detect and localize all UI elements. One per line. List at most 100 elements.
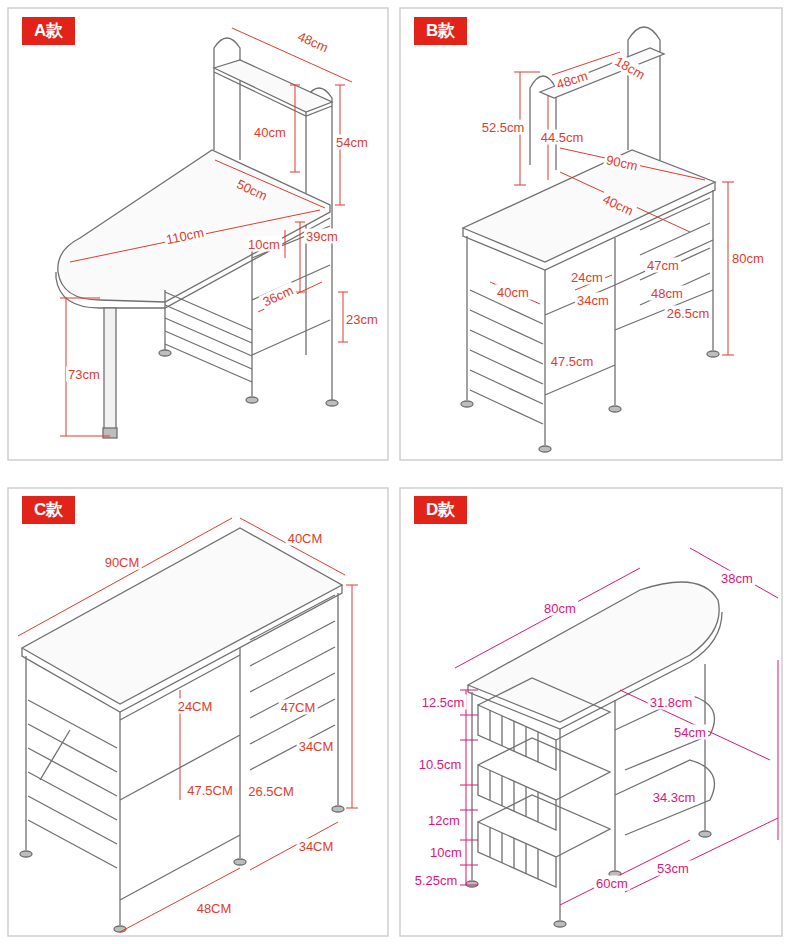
dimension-label: 38cm bbox=[719, 571, 755, 586]
model-tag: D款 bbox=[414, 496, 467, 524]
dimension-label: 48cm bbox=[649, 286, 685, 301]
drawing-line bbox=[463, 150, 715, 262]
drawing-line bbox=[40, 730, 70, 780]
drawing-line bbox=[478, 738, 610, 822]
drawing-line bbox=[560, 840, 690, 905]
drawing-line bbox=[470, 290, 543, 424]
model-c-dimension-lines bbox=[18, 518, 358, 932]
dimension-label: 40cm bbox=[252, 125, 288, 140]
drawing-line bbox=[251, 250, 252, 396]
model-d-drawing bbox=[466, 582, 722, 927]
dimension-label: 24cm bbox=[569, 270, 605, 285]
dimension-label: 48cm bbox=[294, 28, 333, 56]
drawing-line bbox=[306, 88, 332, 400]
drawing-line bbox=[712, 190, 713, 350]
tag-text: B款 bbox=[426, 21, 455, 40]
dimension-label: 23cm bbox=[344, 312, 380, 327]
dimension-label: 36cm bbox=[259, 282, 298, 311]
dimension-label: 54cm bbox=[672, 725, 708, 740]
dimension-label: 12cm bbox=[426, 813, 462, 828]
drawing-line bbox=[625, 818, 778, 892]
tag-text: A款 bbox=[34, 21, 63, 40]
drawing-line bbox=[215, 160, 325, 208]
dimension-label: 73cm bbox=[66, 367, 102, 382]
drawing-line bbox=[8, 488, 388, 936]
model-b-dimension-lines bbox=[490, 52, 734, 355]
drawing-line bbox=[455, 568, 640, 668]
drawing-line bbox=[468, 582, 719, 722]
drawing-line bbox=[615, 695, 715, 770]
model-tag: C款 bbox=[22, 496, 75, 524]
dimension-label: 5.25cm bbox=[413, 873, 460, 888]
drawing-line bbox=[258, 282, 322, 312]
dimension-label: 47.5cm bbox=[549, 354, 596, 369]
dimension-label: 34.3cm bbox=[651, 790, 698, 805]
drawing-line bbox=[614, 238, 615, 405]
dimension-label: 80cm bbox=[730, 251, 766, 266]
drawing-line bbox=[285, 230, 286, 258]
drawing-line bbox=[690, 548, 778, 598]
dimension-label: 52.5cm bbox=[480, 120, 527, 135]
drawing-line bbox=[250, 822, 338, 870]
drawing-line bbox=[164, 290, 165, 350]
panel-frames bbox=[8, 8, 782, 936]
dimension-label: 47CM bbox=[279, 700, 318, 715]
drawing-line bbox=[699, 831, 711, 837]
drawing-line bbox=[20, 851, 32, 857]
model-a-dimension-lines bbox=[60, 28, 352, 436]
dimension-label: 54cm bbox=[334, 135, 370, 150]
drawing-line bbox=[232, 28, 352, 82]
drawing-line bbox=[490, 282, 540, 304]
dimension-label: 47cm bbox=[645, 258, 681, 273]
drawing-line bbox=[620, 690, 770, 760]
dimension-label: 24CM bbox=[176, 699, 215, 714]
drawing-line bbox=[28, 700, 117, 868]
dimension-label: 26.5CM bbox=[246, 784, 296, 799]
drawing-line bbox=[246, 397, 258, 403]
drawing-line bbox=[337, 593, 338, 805]
drawing-line bbox=[466, 236, 467, 400]
drawing-line bbox=[58, 150, 330, 302]
wire-baskets bbox=[478, 678, 610, 887]
drawing-line bbox=[478, 795, 610, 879]
dimension-label: 10cm bbox=[246, 237, 282, 252]
drawing-line bbox=[539, 446, 551, 452]
dimension-label: 47.5CM bbox=[185, 783, 235, 798]
drawing-line bbox=[468, 612, 722, 729]
dimension-label: 34CM bbox=[297, 839, 336, 854]
dimension-label: 40cm bbox=[495, 285, 531, 300]
drawing-line bbox=[346, 585, 358, 808]
drawing-line bbox=[234, 859, 246, 865]
drawing-line bbox=[214, 60, 332, 112]
dimension-label: 34cm bbox=[575, 293, 611, 308]
drawing-line bbox=[400, 8, 782, 460]
dimension-label: 80cm bbox=[542, 601, 578, 616]
drawing-line bbox=[8, 8, 388, 460]
drawing-line bbox=[615, 760, 715, 835]
dimension-label: 90CM bbox=[103, 555, 142, 570]
drawing-line bbox=[400, 488, 782, 936]
drawing-line bbox=[540, 48, 664, 98]
drawing-line bbox=[239, 648, 240, 858]
drawing-line bbox=[609, 406, 621, 412]
tag-text: D款 bbox=[426, 500, 455, 519]
drawing-line bbox=[214, 72, 332, 116]
drawing-line bbox=[70, 210, 320, 262]
drawing-line bbox=[326, 400, 338, 406]
model-tag: A款 bbox=[22, 17, 75, 45]
drawing-line bbox=[778, 660, 779, 840]
dimension-label: 26.5cm bbox=[665, 306, 712, 321]
drawing-line bbox=[332, 806, 344, 812]
dimension-label: 39cm bbox=[304, 229, 340, 244]
drawing-line bbox=[559, 729, 560, 920]
drawing-line bbox=[290, 85, 300, 172]
drawing-line bbox=[722, 182, 734, 355]
drawing-line bbox=[25, 656, 26, 850]
drawing-line bbox=[240, 518, 345, 575]
drawing-line bbox=[250, 595, 335, 770]
dimension-label: 12.5cm bbox=[420, 695, 467, 710]
dimension-label: 48CM bbox=[195, 901, 234, 916]
drawing-line bbox=[114, 926, 126, 932]
drawing-line bbox=[165, 292, 252, 382]
drawing-line bbox=[120, 655, 240, 900]
